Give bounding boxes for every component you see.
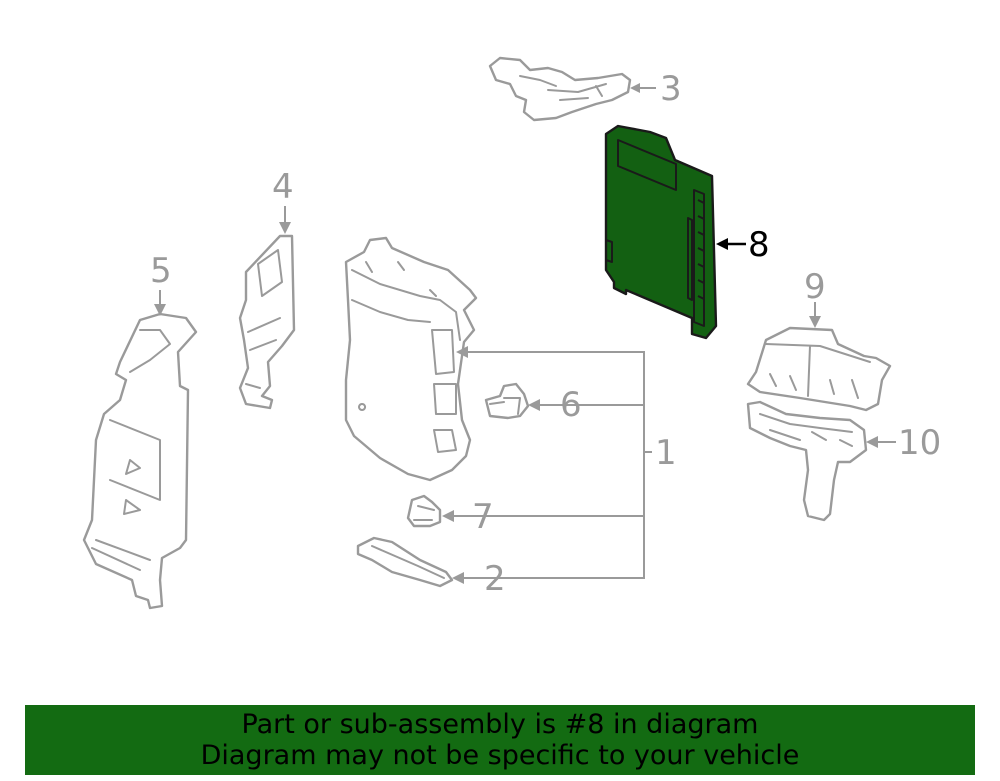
part-5-bracket[interactable] xyxy=(82,312,198,610)
arrow-5 xyxy=(154,304,166,316)
part-4-bracket[interactable] xyxy=(238,234,296,410)
part-10-bracket[interactable] xyxy=(746,400,868,522)
part-7-clip[interactable] xyxy=(406,494,442,528)
leader-line-1-branches xyxy=(452,404,652,517)
callout-9: 9 xyxy=(804,267,826,307)
part-1-junction-block[interactable] xyxy=(344,236,478,482)
callout-6: 6 xyxy=(560,385,582,425)
arrow-10 xyxy=(866,436,878,448)
callout-1: 1 xyxy=(655,433,677,473)
notice-line-2: Diagram may not be specific to your vehi… xyxy=(200,740,800,771)
callout-8: 8 xyxy=(748,225,770,265)
callout-5: 5 xyxy=(150,251,172,291)
arrow-8 xyxy=(716,238,728,250)
arrow-3 xyxy=(630,83,640,93)
part-9-relay-block[interactable] xyxy=(746,326,892,412)
arrow-4 xyxy=(279,222,291,234)
notice-banner: Part or sub-assembly is #8 in diagram Di… xyxy=(25,705,975,775)
part-8-control-module[interactable] xyxy=(604,124,718,340)
callout-2: 2 xyxy=(484,559,506,599)
part-3-bracket[interactable] xyxy=(488,56,632,122)
arrow-6 xyxy=(528,399,540,411)
arrow-2 xyxy=(452,572,464,584)
callout-4: 4 xyxy=(272,167,294,207)
notice-line-1: Part or sub-assembly is #8 in diagram xyxy=(241,709,759,740)
callout-3: 3 xyxy=(660,69,682,109)
parts-diagram: 3 8 4 5 xyxy=(82,56,941,610)
arrow-7 xyxy=(442,510,454,522)
callout-10: 10 xyxy=(898,423,941,463)
leader-line-1 xyxy=(462,351,645,579)
callout-7: 7 xyxy=(472,497,494,537)
part-6-connector[interactable] xyxy=(484,382,530,420)
arrow-9 xyxy=(809,316,821,328)
arrow-1 xyxy=(456,346,468,358)
part-2-cover[interactable] xyxy=(356,536,454,588)
